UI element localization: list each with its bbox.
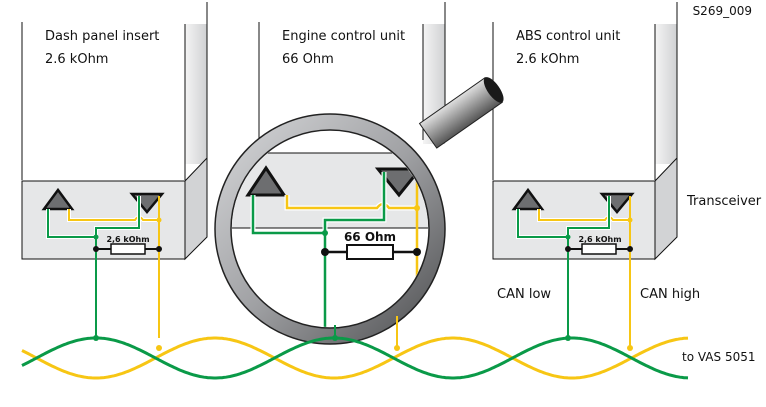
transceiver-label: Transceiver	[686, 194, 762, 209]
can-low-wire	[21, 336, 689, 380]
resistor-icon	[581, 243, 617, 255]
unit-dash-panel-insert: 2,6 kOhm Dash panel insert 2.6 kOhm	[21, 2, 208, 338]
destination-label: to VAS 5051	[682, 350, 755, 364]
figure-id: S269_009	[693, 4, 752, 18]
unit-abs-control-unit: 2,6 kOhm ABS control unit 2.6 kOhm	[492, 2, 678, 348]
can-high-label: CAN high	[640, 287, 700, 302]
can-bus-twisted-pair	[21, 335, 689, 380]
unit-name: Engine control unit	[282, 29, 405, 44]
can-high-wire	[21, 336, 689, 380]
magnifier-icon: 66 Ohm	[214, 76, 504, 345]
unit-name: Dash panel insert	[45, 29, 159, 44]
resistor-label: 66 Ohm	[344, 230, 396, 244]
transmitter-triangle-icon	[374, 167, 424, 198]
unit-name: ABS control unit	[516, 29, 620, 44]
unit-resistance: 2.6 kOhm	[45, 52, 108, 67]
receiver-triangle-icon	[245, 165, 287, 197]
receiver-triangle-icon	[511, 187, 545, 211]
resistor-icon	[346, 244, 394, 260]
resistor-label: 2,6 kOhm	[578, 235, 621, 244]
can-low-label: CAN low	[497, 287, 551, 302]
resistor-icon	[110, 243, 146, 255]
unit-resistance: 66 Ohm	[282, 52, 334, 67]
resistor-label: 2,6 kOhm	[106, 235, 149, 244]
receiver-triangle-icon	[41, 187, 75, 211]
unit-resistance: 2.6 kOhm	[516, 52, 579, 67]
